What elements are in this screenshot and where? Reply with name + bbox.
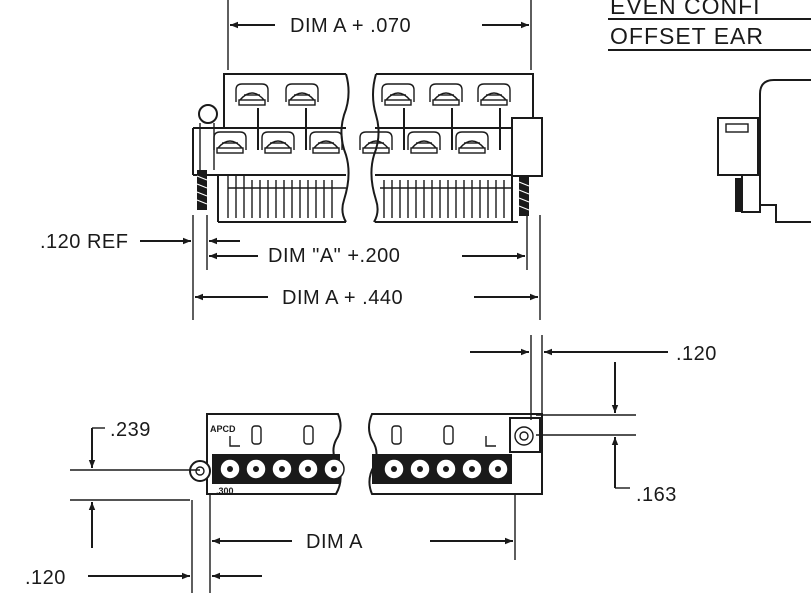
plan-right-half (368, 413, 543, 495)
dim-label-mid: DIM "A" +.200 (268, 245, 400, 267)
dim-label-dima: DIM A (306, 531, 363, 553)
bottom-view: .120 .163 APCD (25, 335, 717, 593)
dim-label-163: .163 (636, 484, 677, 506)
dim-label-120-left: .120 (25, 567, 66, 589)
dim-label-top: DIM A + .070 (290, 15, 411, 37)
header-line-1: EVEN CONFI (610, 0, 761, 19)
block-right-half (359, 73, 543, 223)
top-view: DIM A + .070 (40, 0, 543, 320)
plan-left-half: APCD .300 (189, 413, 345, 496)
label-apcd: APCD (210, 424, 236, 434)
header-line-2: OFFSET EAR (610, 23, 764, 49)
side-view (717, 79, 811, 223)
header: EVEN CONFI OFFSET EAR (608, 0, 811, 51)
dim-label-ref: .120 REF (40, 231, 128, 253)
dim-label-bottom: DIM A + .440 (282, 287, 403, 309)
block-left-half (192, 73, 350, 223)
dim-label-gap: .120 (676, 343, 717, 365)
dim-label-239: .239 (110, 419, 151, 441)
label-300: .300 (216, 486, 234, 496)
